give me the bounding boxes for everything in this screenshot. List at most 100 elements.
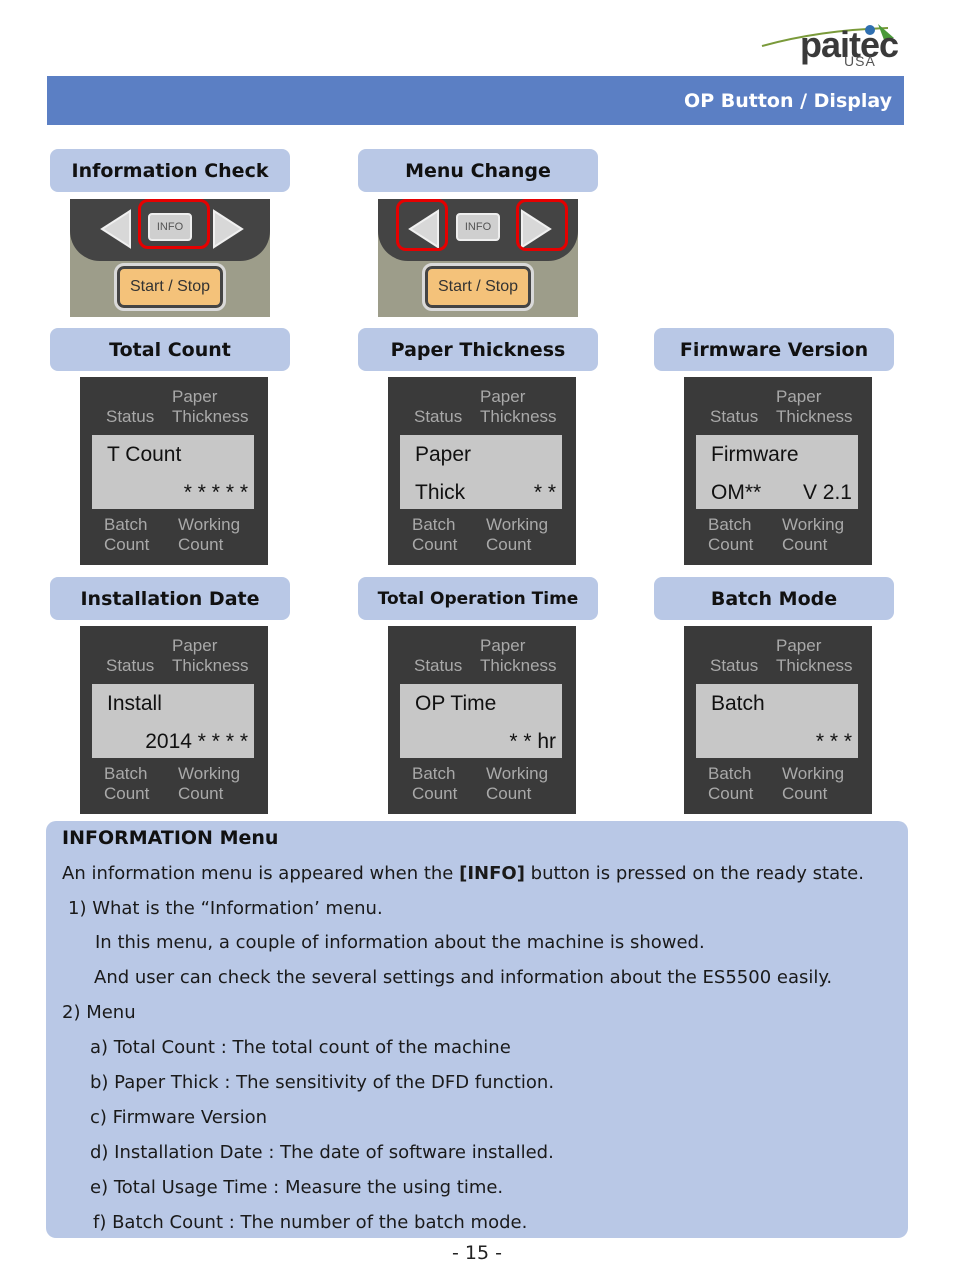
info-q1-b: And user can check the several settings … [94, 967, 833, 988]
lcd-label-thickness: Thickness [172, 656, 249, 675]
lcd-line2: * * hr [509, 730, 556, 753]
lcd-label-paper: Paper [172, 636, 218, 655]
lcd-label-count: Count [782, 535, 828, 554]
lcd-line1: Batch [711, 692, 765, 715]
info-item: c) Firmware Version [90, 1107, 268, 1128]
lcd-line2-left: OM** [711, 481, 762, 504]
lcd-label-status: Status [106, 407, 155, 426]
lcd-label-count: Count [104, 535, 150, 554]
label-information-check: Information Check [50, 149, 290, 192]
logo-swoosh-icon [761, 24, 894, 47]
lcd-label-count: Count [178, 784, 224, 803]
lcd-label-paper: Paper [776, 636, 822, 655]
lcd-line2: * * * [815, 730, 852, 753]
label-firmware-version: Firmware Version [654, 328, 894, 371]
lcd-line1: OP Time [415, 692, 497, 715]
lcd-label-thickness: Thickness [480, 407, 557, 426]
lcd-label-paper: Paper [172, 387, 218, 406]
lcd-label-batch: Batch [412, 764, 456, 783]
lcd-label-count: Count [708, 535, 754, 554]
lcd-line2: V 2.1 [802, 481, 852, 504]
lcd-label-working: Working [486, 515, 549, 534]
lcd-batch-mode: Paper Status Thickness Batch * * * Batch… [684, 626, 872, 814]
lcd-line2: 2014 * * * * [145, 730, 248, 753]
info-item: d) Installation Date : The date of softw… [90, 1142, 554, 1163]
lcd-label-batch: Batch [104, 515, 148, 534]
left-arrow-highlight [396, 199, 448, 251]
info-q2: 2) Menu [62, 1002, 136, 1023]
info-item: e) Total Usage Time : Measure the using … [90, 1177, 504, 1198]
info-item: f) Batch Count : The number of the batch… [93, 1212, 528, 1233]
lcd-label-working: Working [782, 764, 845, 783]
label-total-count: Total Count [50, 328, 290, 371]
lcd-label-thickness: Thickness [172, 407, 249, 426]
lcd-line1: Firmware [711, 443, 799, 466]
label-total-operation-time: Total Operation Time [358, 577, 598, 620]
right-arrow-icon [213, 209, 244, 249]
lcd-screen: Paper Thick * * [400, 435, 562, 509]
info-intro: An information menu is appeared when the… [62, 863, 864, 884]
lcd-label-thickness: Thickness [776, 407, 853, 426]
lcd-line1: Install [107, 692, 162, 715]
lcd-label-status: Status [414, 407, 463, 426]
lcd-label-batch: Batch [708, 515, 752, 534]
header-bar: OP Button / Display [47, 76, 904, 125]
info-item: b) Paper Thick : The sensitivity of the … [90, 1072, 555, 1093]
lcd-label-count: Count [412, 535, 458, 554]
lcd-label-paper: Paper [776, 387, 822, 406]
lcd-label-working: Working [782, 515, 845, 534]
paitec-logo: paitec USA [760, 20, 900, 72]
left-arrow-icon [100, 209, 131, 249]
info-button[interactable]: INFO [456, 213, 500, 241]
start-stop-button[interactable]: Start / Stop [114, 263, 226, 311]
lcd-label-count: Count [178, 535, 224, 554]
lcd-line2: * * * * * [183, 481, 248, 504]
lcd-screen: Firmware OM** V 2.1 [696, 435, 858, 509]
lcd-screen: T Count * * * * * [92, 435, 254, 509]
lcd-screen: Install 2014 * * * * [92, 684, 254, 758]
lcd-label-count: Count [486, 784, 532, 803]
lcd-total-count: Paper Status Thickness T Count * * * * *… [80, 377, 268, 565]
lcd-label-status: Status [710, 656, 759, 675]
lcd-label-working: Working [178, 764, 241, 783]
lcd-label-count: Count [104, 784, 150, 803]
keypad-menu-change: INFO Start / Stop [378, 199, 578, 317]
lcd-label-thickness: Thickness [480, 656, 557, 675]
lcd-label-count: Count [486, 535, 532, 554]
lcd-label-working: Working [178, 515, 241, 534]
left-arrow-icon [408, 209, 439, 249]
lcd-label-thickness: Thickness [776, 656, 853, 675]
lcd-label-count: Count [412, 784, 458, 803]
info-item: a) Total Count : The total count of the … [90, 1037, 511, 1058]
information-menu-box: INFORMATION Menu An information menu is … [46, 821, 908, 1238]
lcd-installation-date: Paper Status Thickness Install 2014 * * … [80, 626, 268, 814]
label-menu-change: Menu Change [358, 149, 598, 192]
lcd-line2: * * [533, 481, 556, 504]
lcd-label-working: Working [486, 764, 549, 783]
lcd-line2-left: Thick [415, 481, 466, 504]
lcd-firmware-version: Paper Status Thickness Firmware OM** V 2… [684, 377, 872, 565]
lcd-label-paper: Paper [480, 636, 526, 655]
info-button[interactable]: INFO [148, 213, 192, 241]
label-batch-mode: Batch Mode [654, 577, 894, 620]
right-arrow-icon [521, 209, 552, 249]
lcd-line1: Paper [415, 443, 472, 466]
page-title: OP Button / Display [684, 90, 892, 112]
label-paper-thickness: Paper Thickness [358, 328, 598, 371]
lcd-label-batch: Batch [708, 764, 752, 783]
info-q1-a: In this menu, a couple of information ab… [95, 932, 705, 953]
logo-word: paitec [800, 24, 899, 65]
lcd-operation-time: Paper Status Thickness OP Time * * hr Ba… [388, 626, 576, 814]
info-highlight [138, 199, 210, 249]
lcd-label-count: Count [782, 784, 828, 803]
label-installation-date: Installation Date [50, 577, 290, 620]
lcd-screen: Batch * * * [696, 684, 858, 758]
keypad-info-check: INFO Start / Stop [70, 199, 270, 317]
lcd-screen: OP Time * * hr [400, 684, 562, 758]
page-number: - 15 - [452, 1242, 502, 1264]
lcd-label-status: Status [106, 656, 155, 675]
start-stop-button[interactable]: Start / Stop [422, 263, 534, 311]
lcd-label-paper: Paper [480, 387, 526, 406]
lcd-label-count: Count [708, 784, 754, 803]
logo-sub: USA [844, 53, 876, 69]
